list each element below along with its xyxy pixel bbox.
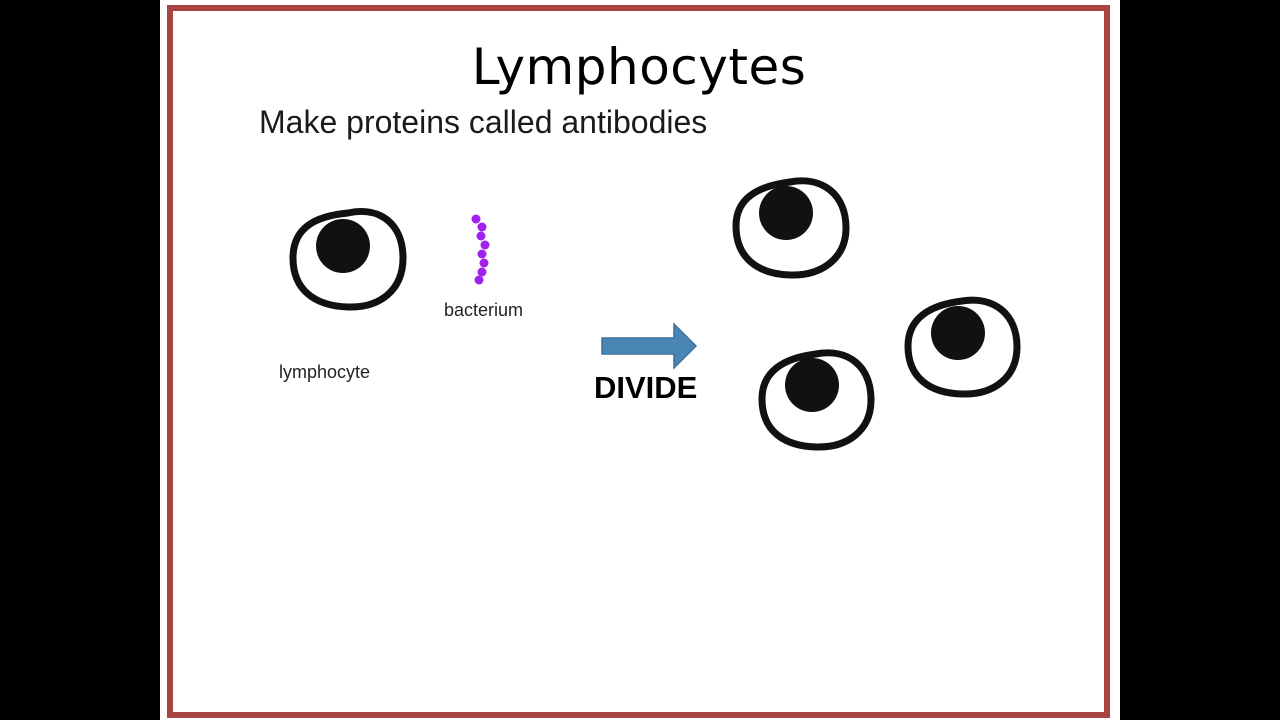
lymphocyte-label: lymphocyte (279, 362, 371, 382)
bacterium-label: bacterium (444, 300, 524, 320)
slide: Lymphocytes Make proteins called antibod… (160, 0, 1120, 720)
divide-label: DIVIDE (594, 370, 698, 405)
slide-subtitle: Make proteins called antibodies (259, 104, 708, 140)
slide-title: Lymphocytes (471, 38, 807, 96)
